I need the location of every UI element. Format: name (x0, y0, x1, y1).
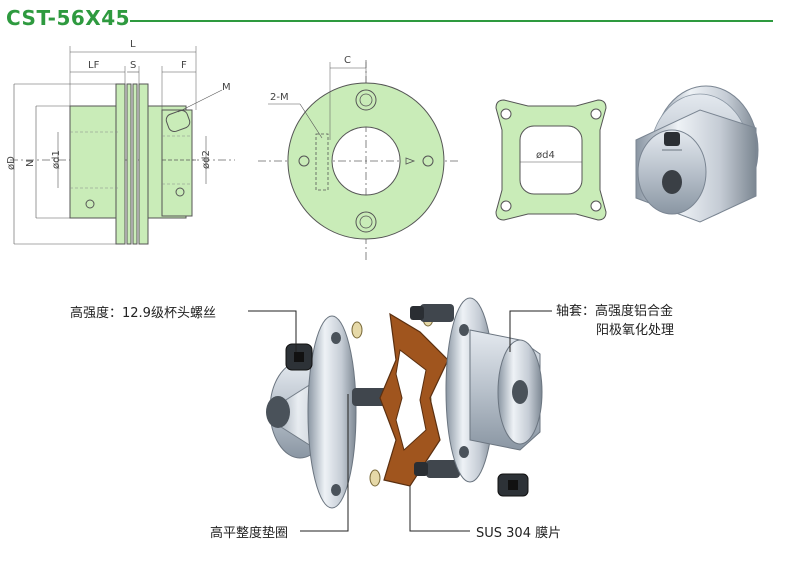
callout-screw: 高强度：12.9级杯头螺丝 (70, 306, 216, 321)
callout-leaders (248, 310, 552, 532)
title-rule (130, 20, 773, 22)
diaphragm-drawing (495, 99, 607, 221)
dim-d1: ød1 (51, 150, 62, 169)
dim-D: øD (6, 156, 17, 170)
dim-d4: ød4 (536, 150, 555, 161)
dim-M: M (222, 82, 231, 93)
callout-hub-line1: 轴套：高强度铝合金 (556, 304, 674, 319)
product-photo (635, 85, 759, 223)
callout-washer: 高平整度垫圈 (210, 526, 289, 541)
exploded-view (266, 297, 543, 509)
dim-2M: 2-M (270, 92, 289, 103)
front-view-drawing (258, 60, 458, 260)
dim-LF: LF (88, 60, 100, 71)
callout-hub: 轴套：高强度铝合金 阳极氧化处理 (556, 302, 674, 340)
dim-N: N (25, 160, 36, 167)
dim-d2: ød2 (201, 150, 212, 169)
dim-S: S (130, 60, 136, 71)
callout-hub-line2: 阳极氧化处理 (596, 323, 675, 338)
dim-F: F (181, 60, 187, 71)
dim-L: L (130, 39, 136, 50)
dim-C: C (344, 55, 351, 66)
callout-diaphragm: SUS 304 膜片 (476, 526, 562, 541)
side-view-drawing (10, 46, 235, 245)
model-title: CST-56X45 (6, 6, 131, 30)
